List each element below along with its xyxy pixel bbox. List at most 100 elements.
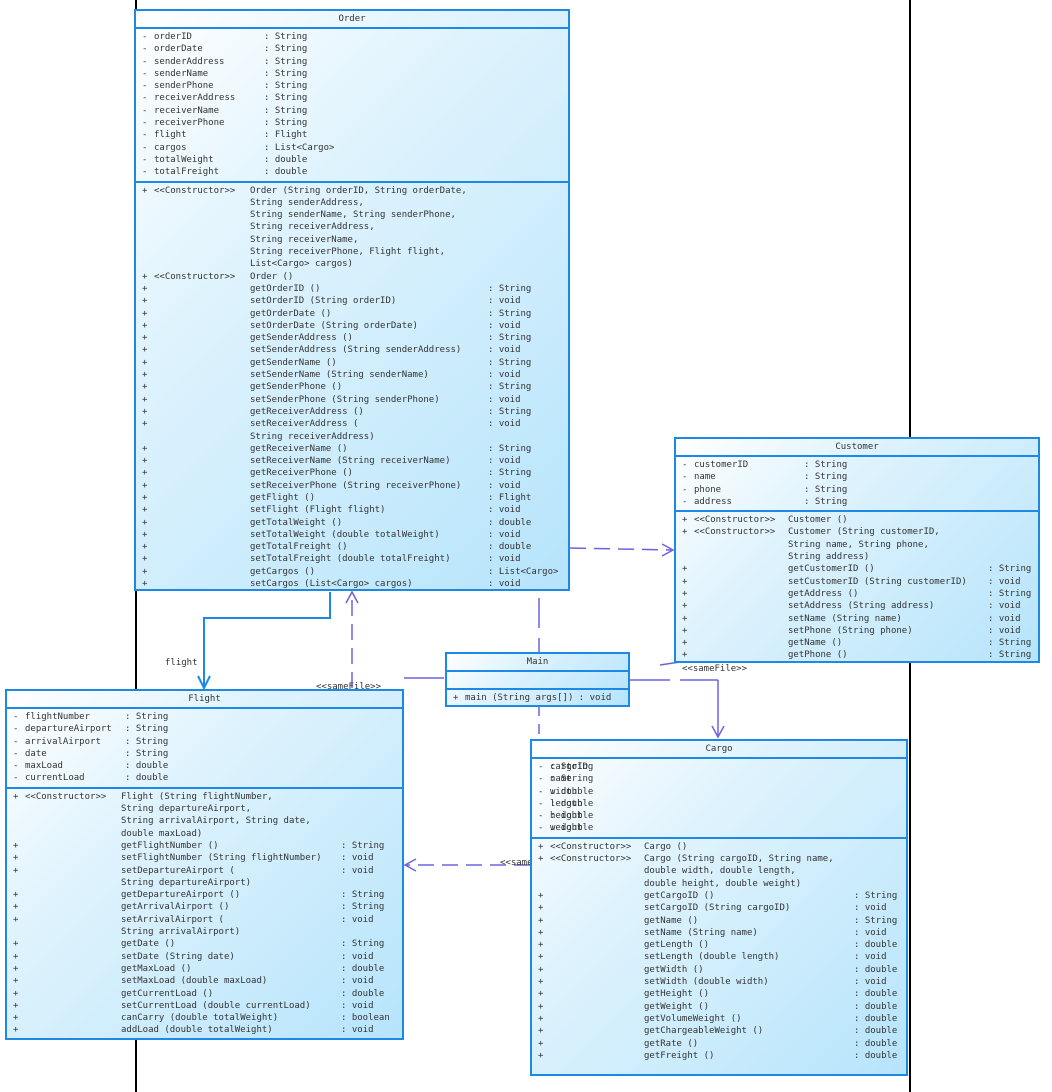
class-flight[interactable]: Flight -flightNumber: String-departureAi… (5, 689, 404, 1040)
attribute-row[interactable]: -orderDate: String (142, 43, 564, 55)
operation-row[interactable]: String name, String phone, (682, 539, 1034, 551)
operation-row[interactable]: +setOrderDate (String orderDate): void (142, 320, 564, 332)
operation-row[interactable]: +getFlightNumber (): String (13, 840, 398, 852)
operation-row[interactable]: +setWidth (double width): void (538, 976, 902, 988)
operation-row[interactable]: String receiverName, (142, 234, 564, 246)
attribute-row[interactable]: -phone: String (682, 484, 1034, 496)
operation-row[interactable]: +getFreight (): double (538, 1050, 902, 1062)
operation-row[interactable]: +main (String args[]) : void (453, 692, 624, 704)
attribute-row[interactable]: -senderName: String (142, 68, 564, 80)
operation-row[interactable]: String departureAirport) (13, 877, 398, 889)
operation-row[interactable]: double maxLoad) (13, 828, 398, 840)
operation-row[interactable]: +getReceiverAddress (): String (142, 406, 564, 418)
operation-row[interactable]: +getArrivalAirport (): String (13, 901, 398, 913)
operation-row[interactable]: List<Cargo> cargos) (142, 258, 564, 270)
operation-row[interactable]: +setCustomerID (String customerID): void (682, 576, 1034, 588)
attribute-row[interactable]: -flight: Flight (142, 129, 564, 141)
operation-row[interactable]: +setLength (double length): void (538, 951, 902, 963)
operation-row[interactable]: +getAddress (): String (682, 588, 1034, 600)
attribute-row[interactable]: -cargoID: String (538, 761, 902, 773)
operation-row[interactable]: +getMaxLoad (): double (13, 963, 398, 975)
attribute-row[interactable]: -maxLoad: double (13, 760, 398, 772)
operation-row[interactable]: +setCargoID (String cargoID): void (538, 902, 902, 914)
operation-row[interactable]: String receiverPhone, Flight flight, (142, 246, 564, 258)
operation-row[interactable]: +<<Constructor>>Flight (String flightNum… (13, 791, 398, 803)
operation-row[interactable]: +setTotalFreight (double totalFreight): … (142, 553, 564, 565)
operation-row[interactable]: +setMaxLoad (double maxLoad): void (13, 975, 398, 987)
operation-row[interactable]: +getWeight (): double (538, 1001, 902, 1013)
attribute-row[interactable]: -totalFreight: double (142, 166, 564, 178)
operation-row[interactable]: +getRate (): double (538, 1038, 902, 1050)
operation-row[interactable]: String address) (682, 551, 1034, 563)
operation-row[interactable]: +<<Constructor>>Order () (142, 271, 564, 283)
operation-row[interactable]: +getTotalWeight (): double (142, 517, 564, 529)
operation-row[interactable]: double height, double weight) (538, 878, 902, 890)
operation-row[interactable]: double width, double length, (538, 865, 902, 877)
attribute-row[interactable]: -arrivalAirport: String (13, 736, 398, 748)
operation-row[interactable]: +getDate (): String (13, 938, 398, 950)
operation-row[interactable]: +setDate (String date): void (13, 951, 398, 963)
attribute-row[interactable]: -departureAirport: String (13, 723, 398, 735)
attribute-row[interactable]: -totalWeight: double (142, 154, 564, 166)
operation-row[interactable]: +getName (): String (538, 915, 902, 927)
operation-row[interactable]: +getDepartureAirport (): String (13, 889, 398, 901)
operation-row[interactable]: +getChargeableWeight (): double (538, 1025, 902, 1037)
operation-row[interactable]: +setCurrentLoad (double currentLoad): vo… (13, 1000, 398, 1012)
attribute-row[interactable]: -weight: double (538, 822, 902, 834)
attribute-row[interactable]: -senderAddress: String (142, 56, 564, 68)
operation-row[interactable]: +<<Constructor>>Cargo () (538, 841, 902, 853)
operation-row[interactable]: +setName (String name): void (682, 613, 1034, 625)
class-customer[interactable]: Customer -customerID: String-name: Strin… (674, 437, 1040, 663)
operation-row[interactable]: +canCarry (double totalWeight): boolean (13, 1012, 398, 1024)
operation-row[interactable]: +setReceiverName (String receiverName): … (142, 455, 564, 467)
operation-row[interactable]: +setDepartureAirport (: void (13, 865, 398, 877)
attribute-row[interactable]: -name: String (682, 471, 1034, 483)
operation-row[interactable]: String arrivalAirport, String date, (13, 815, 398, 827)
operation-row[interactable]: +getCurrentLoad (): double (13, 988, 398, 1000)
operation-row[interactable]: +getLength (): double (538, 939, 902, 951)
class-main[interactable]: Main +main (String args[]) : void (445, 652, 630, 707)
operation-row[interactable]: +setSenderPhone (String senderPhone): vo… (142, 394, 564, 406)
operation-row[interactable]: +getReceiverName (): String (142, 443, 564, 455)
operation-row[interactable]: +setReceiverAddress (: void (142, 418, 564, 430)
operation-row[interactable]: +setAddress (String address): void (682, 600, 1034, 612)
operation-row[interactable]: +<<Constructor>>Cargo (String cargoID, S… (538, 853, 902, 865)
operation-row[interactable]: +<<Constructor>>Customer (String custome… (682, 526, 1034, 538)
operation-row[interactable]: ... (142, 590, 564, 591)
operation-row[interactable]: +setOrderID (String orderID): void (142, 295, 564, 307)
operation-row[interactable]: String departureAirport, (13, 803, 398, 815)
operation-row[interactable]: +getName (): String (682, 637, 1034, 649)
operation-row[interactable]: +setSenderAddress (String senderAddress)… (142, 344, 564, 356)
operation-row[interactable]: +setReceiverPhone (String receiverPhone)… (142, 480, 564, 492)
attribute-row[interactable]: -cargos: List<Cargo> (142, 142, 564, 154)
operation-row[interactable]: +getCargoID (): String (538, 890, 902, 902)
operation-row[interactable]: +getTotalFreight (): double (142, 541, 564, 553)
operation-row[interactable]: +getReceiverPhone (): String (142, 467, 564, 479)
operation-row[interactable]: +setSenderName (String senderName): void (142, 369, 564, 381)
operation-row[interactable]: String senderName, String senderPhone, (142, 209, 564, 221)
operation-row[interactable]: +setCargos (List<Cargo> cargos): void (142, 578, 564, 589)
operation-row[interactable]: String arrivalAirport) (13, 926, 398, 938)
operation-row[interactable]: +setArrivalAirport (: void (13, 914, 398, 926)
class-order[interactable]: Order -orderID: String-orderDate: String… (134, 9, 570, 591)
operation-row[interactable]: +getPhone (): String (682, 649, 1034, 661)
operation-row[interactable]: +setPhone (String phone): void (682, 625, 1034, 637)
operation-row[interactable]: String receiverAddress) (142, 431, 564, 443)
operation-row[interactable]: String receiverAddress, (142, 221, 564, 233)
operation-row[interactable]: +<<Constructor>>Order (String orderID, S… (142, 185, 564, 197)
operation-row[interactable]: +getSenderAddress (): String (142, 332, 564, 344)
operation-row[interactable]: +getOrderID (): String (142, 283, 564, 295)
attribute-row[interactable]: -receiverAddress: String (142, 92, 564, 104)
attribute-row[interactable]: -width: double (538, 786, 902, 798)
operation-row[interactable]: +getHeight (): double (538, 988, 902, 1000)
attribute-row[interactable]: -senderPhone: String (142, 80, 564, 92)
attribute-row[interactable]: -name: String (538, 773, 902, 785)
operation-row[interactable]: +getVolumeWeight (): double (538, 1013, 902, 1025)
attribute-row[interactable]: -address: String (682, 496, 1034, 508)
operation-row[interactable]: +getCustomerID (): String (682, 563, 1034, 575)
class-cargo[interactable]: Cargo -cargoID: String-name: String-widt… (530, 739, 908, 1076)
attribute-row[interactable]: -length: double (538, 798, 902, 810)
attribute-row[interactable]: -customerID: String (682, 459, 1034, 471)
operation-row[interactable]: String senderAddress, (142, 197, 564, 209)
operation-row[interactable]: +getCargos (): List<Cargo> (142, 566, 564, 578)
